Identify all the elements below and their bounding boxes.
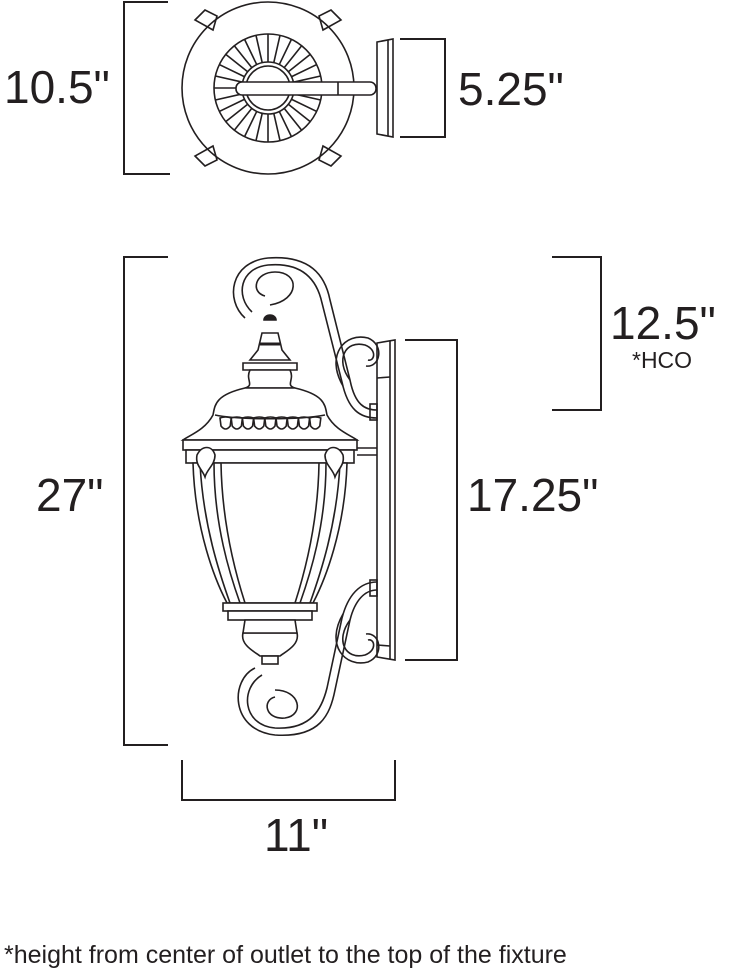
flute-line xyxy=(291,98,317,113)
flute-line xyxy=(278,39,293,65)
dim-backplate xyxy=(405,339,458,661)
dome-lobe xyxy=(230,416,244,430)
flute-line xyxy=(243,111,258,137)
dome-lobe xyxy=(241,416,255,430)
flute-line xyxy=(278,111,293,137)
dim-top-depth xyxy=(400,38,446,138)
dome-lobe xyxy=(219,416,233,430)
flute-line xyxy=(291,63,317,78)
flute-line xyxy=(233,45,253,69)
dome-lobe xyxy=(297,416,311,430)
flute-line xyxy=(255,113,263,141)
dim-top-width xyxy=(123,1,170,175)
footnote: *height from center of outlet to the top… xyxy=(4,941,567,969)
flute-line xyxy=(273,113,281,141)
dome-lobe xyxy=(252,416,266,430)
flute-line xyxy=(283,107,303,131)
top-view-drawing xyxy=(181,1,394,175)
flute-line xyxy=(233,107,253,131)
side-view-drawing xyxy=(180,256,396,736)
dome-lobe xyxy=(263,416,277,430)
flute-line xyxy=(225,103,249,123)
dome-lobe xyxy=(286,416,300,430)
hco-label: 12.5" xyxy=(610,297,716,349)
flute-line xyxy=(283,45,303,69)
flute-line xyxy=(287,53,311,73)
dome-lobe xyxy=(308,416,322,430)
dim-hco xyxy=(552,256,602,411)
flute-line xyxy=(219,98,245,113)
hco-tag: *HCO xyxy=(632,347,693,373)
flute-line xyxy=(225,53,249,73)
overall-height-label: 27" xyxy=(36,469,104,521)
overall-width-label: 11" xyxy=(264,809,329,861)
flute-line xyxy=(255,35,263,63)
flute-line xyxy=(219,63,245,78)
dim-overall-width xyxy=(181,760,396,801)
top-depth-label: 5.25" xyxy=(458,63,564,115)
flute-line xyxy=(273,35,281,63)
flute-line xyxy=(293,75,321,83)
dim-overall-height xyxy=(123,256,168,746)
flute-line xyxy=(215,93,243,101)
flute-line xyxy=(243,39,258,65)
top-width-label: 10.5" xyxy=(4,61,110,113)
dome-lobe xyxy=(275,416,289,430)
flute-line xyxy=(215,75,243,83)
flute-line xyxy=(287,103,311,123)
backplate-height-label: 17.25" xyxy=(467,469,599,521)
